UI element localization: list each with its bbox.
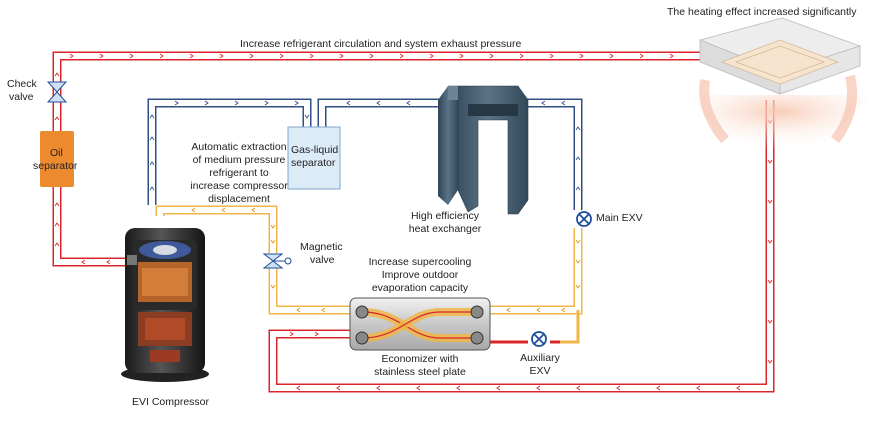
auxiliary-exv-label-1: Auxiliary [520,352,560,364]
check-valve-icon [46,81,68,103]
oil-separator-label-2: separator [33,160,78,172]
supercooling-label-3: evaporation capacity [371,282,469,294]
heat-exchanger-label-2: heat exchanger [408,223,482,235]
check-valve-label-2: valve [9,91,34,103]
auto-extraction-label-1: Automatic extraction [191,141,287,153]
check-valve-label-1: Check [7,78,37,90]
gas-liquid-label-2: separator [291,157,336,169]
hot-pipe [52,51,775,393]
economizer-label-2: stainless steel plate [374,366,466,378]
auto-extraction-label-5: displacement [208,193,270,205]
economizer-label-1: Economizer with [381,353,459,365]
main-exv-label: Main EXV [596,212,643,224]
magnetic-valve-label-2: valve [310,254,335,266]
medium-pipe [155,205,583,344]
magnetic-valve-label-1: Magnetic [300,241,343,253]
auxiliary-exv-label-2: EXV [529,365,551,377]
heat-exchanger-label-1: High efficiency [410,210,480,222]
ceiling-unit-icon [690,17,870,150]
magnetic-valve-icon [262,253,292,269]
gas-liquid-separator-icon [287,126,341,190]
heating-effect-label: The heating effect increased significant… [667,6,857,18]
oil-separator-icon [40,131,74,187]
compressor-icon [121,228,209,382]
compressor-label: EVI Compressor [132,396,210,408]
oil-separator-label-1: Oil [50,147,63,159]
supercooling-label-1: Increase supercooling [368,256,472,268]
main-exv-icon [576,211,592,227]
auto-extraction-label-3: refrigerant to [209,167,269,179]
auxiliary-exv-icon [531,331,547,347]
gas-liquid-label-1: Gas-liquid [291,144,339,156]
auto-extraction-label-2: of medium pressure [192,154,286,166]
top-pipe-label: Increase refrigerant circulation and sys… [240,38,522,50]
economizer-icon [349,297,491,351]
heat-exchanger-icon [438,85,529,215]
auto-extraction-label-4: increase compressor [190,180,288,192]
supercooling-label-2: Improve outdoor [381,269,459,281]
